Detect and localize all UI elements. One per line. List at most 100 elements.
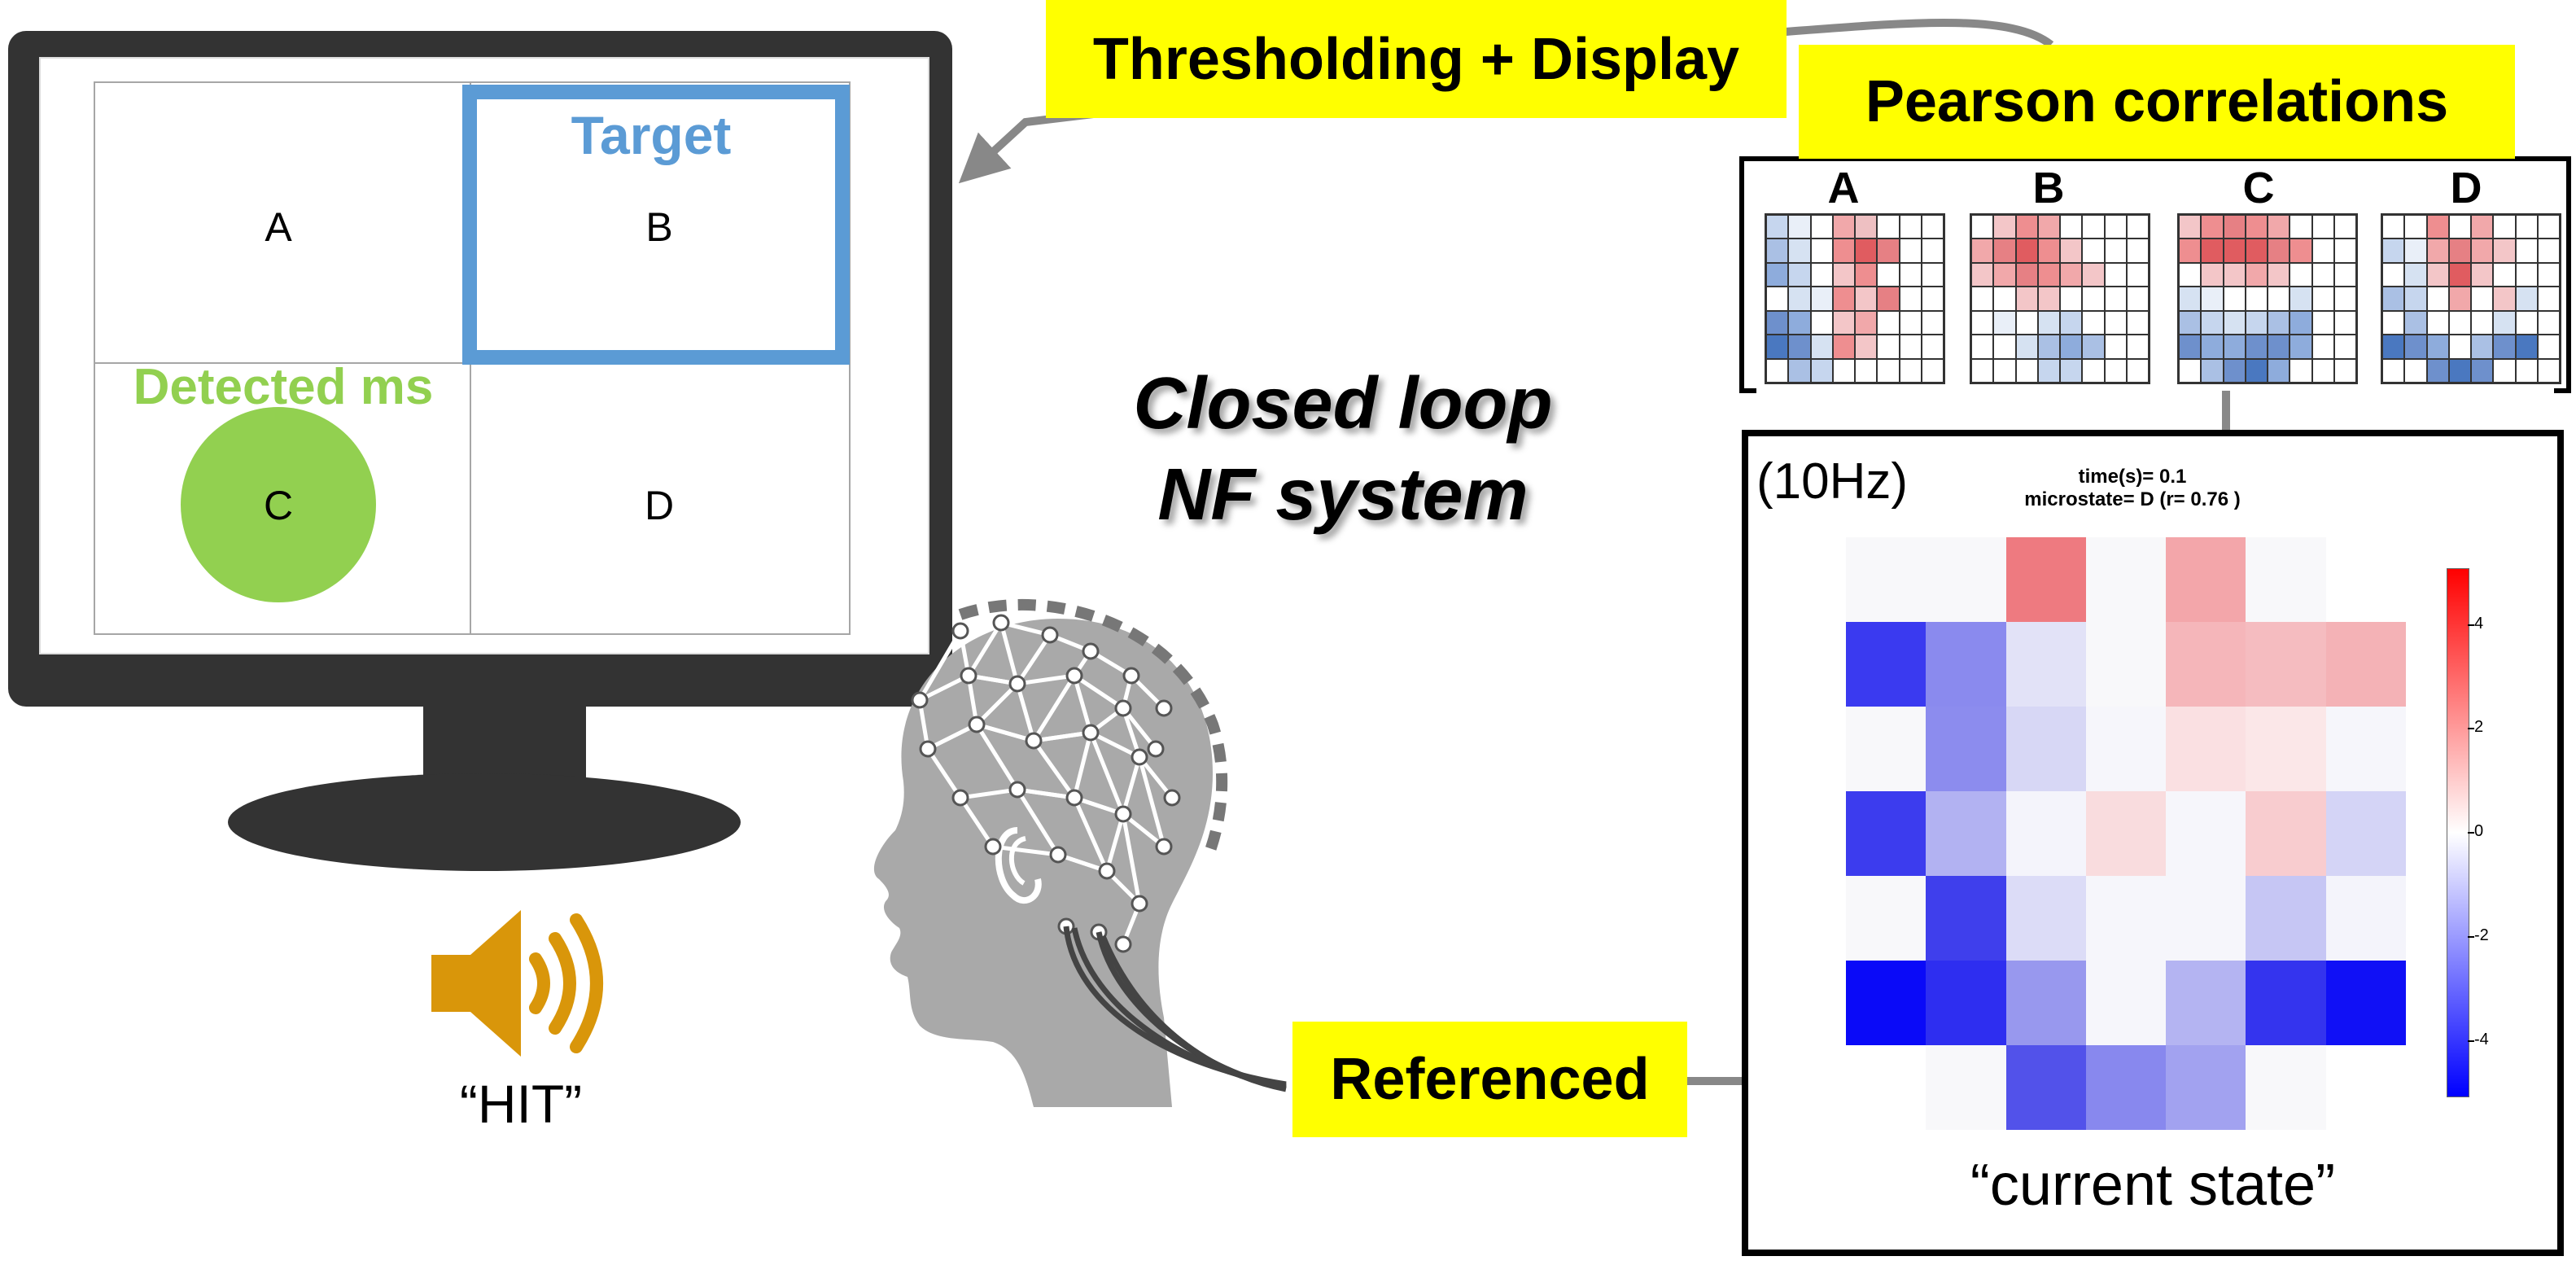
- pearson-cell: [1971, 262, 1994, 287]
- pearson-cell: [1766, 262, 1789, 287]
- pearson-cell: [2493, 358, 2516, 383]
- state-cell: [2005, 791, 2086, 876]
- pearson-cell: [2104, 262, 2127, 287]
- pearson-cell: [2223, 215, 2246, 239]
- state-cell: [2246, 707, 2326, 791]
- target-label: Target: [571, 105, 732, 165]
- pearson-cell: [2223, 358, 2246, 383]
- pearson-cell: [2126, 358, 2149, 383]
- pearson-cell: [1877, 335, 1900, 359]
- pearson-cell: [2382, 335, 2405, 359]
- pearson-cell: [2493, 262, 2516, 287]
- pearson-cell: [1788, 239, 1811, 263]
- pearson-cell: [1877, 262, 1900, 287]
- state-cell: [1926, 876, 2006, 961]
- pearson-cell: [2245, 358, 2268, 383]
- pearson-letter-b: B: [2032, 164, 2065, 212]
- colorbar-tick: -4: [2474, 1031, 2489, 1048]
- closed-loop-title: Closed loop NF system: [1115, 358, 1571, 541]
- pearson-cell: [1766, 358, 1789, 383]
- pearson-cell: [2382, 310, 2405, 335]
- state-cell: [2085, 622, 2167, 707]
- state-cell: [2005, 876, 2086, 961]
- thresholding-display-label: Thresholding + Display: [1046, 0, 1787, 118]
- pearson-cell: [1810, 262, 1833, 287]
- pearson-cell: [2126, 239, 2149, 263]
- pearson-cell: [2201, 335, 2224, 359]
- pearson-cell: [1993, 215, 2016, 239]
- pearson-cell: [2333, 310, 2356, 335]
- pearson-cell: [2471, 287, 2494, 311]
- pearson-map-b: [1970, 213, 2150, 384]
- pearson-cell: [1993, 358, 2016, 383]
- pearson-cell: [2333, 239, 2356, 263]
- detected-ms-label: Detected ms: [133, 359, 434, 415]
- pearson-cell: [1832, 358, 1855, 383]
- pearson-letter-d: D: [2450, 164, 2482, 212]
- pearson-cell: [1810, 358, 1833, 383]
- pearson-cell: [1855, 239, 1878, 263]
- pearson-cell: [2537, 239, 2560, 263]
- pearson-cell: [2471, 335, 2494, 359]
- pearson-cell: [2179, 215, 2202, 239]
- pearson-cell: [2037, 335, 2060, 359]
- state-cell: [2166, 961, 2246, 1045]
- pearson-cell: [1788, 262, 1811, 287]
- pearson-cell: [2404, 215, 2427, 239]
- pearson-cell: [1788, 358, 1811, 383]
- state-cell: [2085, 876, 2167, 961]
- pearson-cell: [2179, 310, 2202, 335]
- pearson-cell: [2201, 262, 2224, 287]
- pearson-cell: [1788, 287, 1811, 311]
- screen-grid-frame: [94, 81, 851, 635]
- state-cell: [2005, 961, 2086, 1045]
- pearson-cell: [1832, 215, 1855, 239]
- pearson-cell: [2060, 358, 2083, 383]
- pearson-cell: [2290, 215, 2312, 239]
- pearson-cell: [1855, 287, 1878, 311]
- pearson-cell: [1877, 358, 1900, 383]
- pearson-cell: [2448, 358, 2471, 383]
- pearson-cell: [2311, 215, 2334, 239]
- pearson-cell: [1788, 335, 1811, 359]
- pearson-cell: [2426, 215, 2449, 239]
- state-cell: [2246, 876, 2326, 961]
- pearson-cell: [2311, 335, 2334, 359]
- state-cell: [2246, 961, 2326, 1045]
- pearson-cell: [2015, 239, 2038, 263]
- state-cell: [2166, 1045, 2246, 1130]
- pearson-cell: [2448, 262, 2471, 287]
- state-cell: [1926, 791, 2006, 876]
- pearson-cell: [2311, 262, 2334, 287]
- pearson-cell: [2382, 287, 2405, 311]
- state-cell: [2166, 791, 2246, 876]
- pearson-cell: [2493, 287, 2516, 311]
- pearson-cell: [2037, 239, 2060, 263]
- state-cell: [2246, 537, 2326, 622]
- pearson-cell: [2179, 358, 2202, 383]
- pearson-cell: [2060, 262, 2083, 287]
- pearson-cell: [2179, 262, 2202, 287]
- pearson-cell: [2082, 335, 2105, 359]
- pearson-cell: [1921, 335, 1944, 359]
- state-cell: [2085, 961, 2167, 1045]
- pearson-cell: [2290, 358, 2312, 383]
- colorbar-tickmark: [2468, 624, 2474, 626]
- state-cell: [1926, 961, 2006, 1045]
- pearson-cell: [1971, 215, 1994, 239]
- state-cell: [2085, 791, 2167, 876]
- pearson-cell: [1921, 262, 1944, 287]
- pearson-cell: [1971, 287, 1994, 311]
- cell-d-label: D: [644, 483, 675, 528]
- pearson-cell: [1899, 262, 1922, 287]
- pearson-cell: [1810, 287, 1833, 311]
- pearson-cell: [1832, 310, 1855, 335]
- pearson-cell: [2060, 215, 2083, 239]
- state-cell: [1926, 622, 2006, 707]
- pearson-cell: [1832, 287, 1855, 311]
- state-cell: [2325, 791, 2406, 876]
- pearson-cell: [2426, 335, 2449, 359]
- pearson-cell: [2245, 310, 2268, 335]
- pearson-cell: [2015, 358, 2038, 383]
